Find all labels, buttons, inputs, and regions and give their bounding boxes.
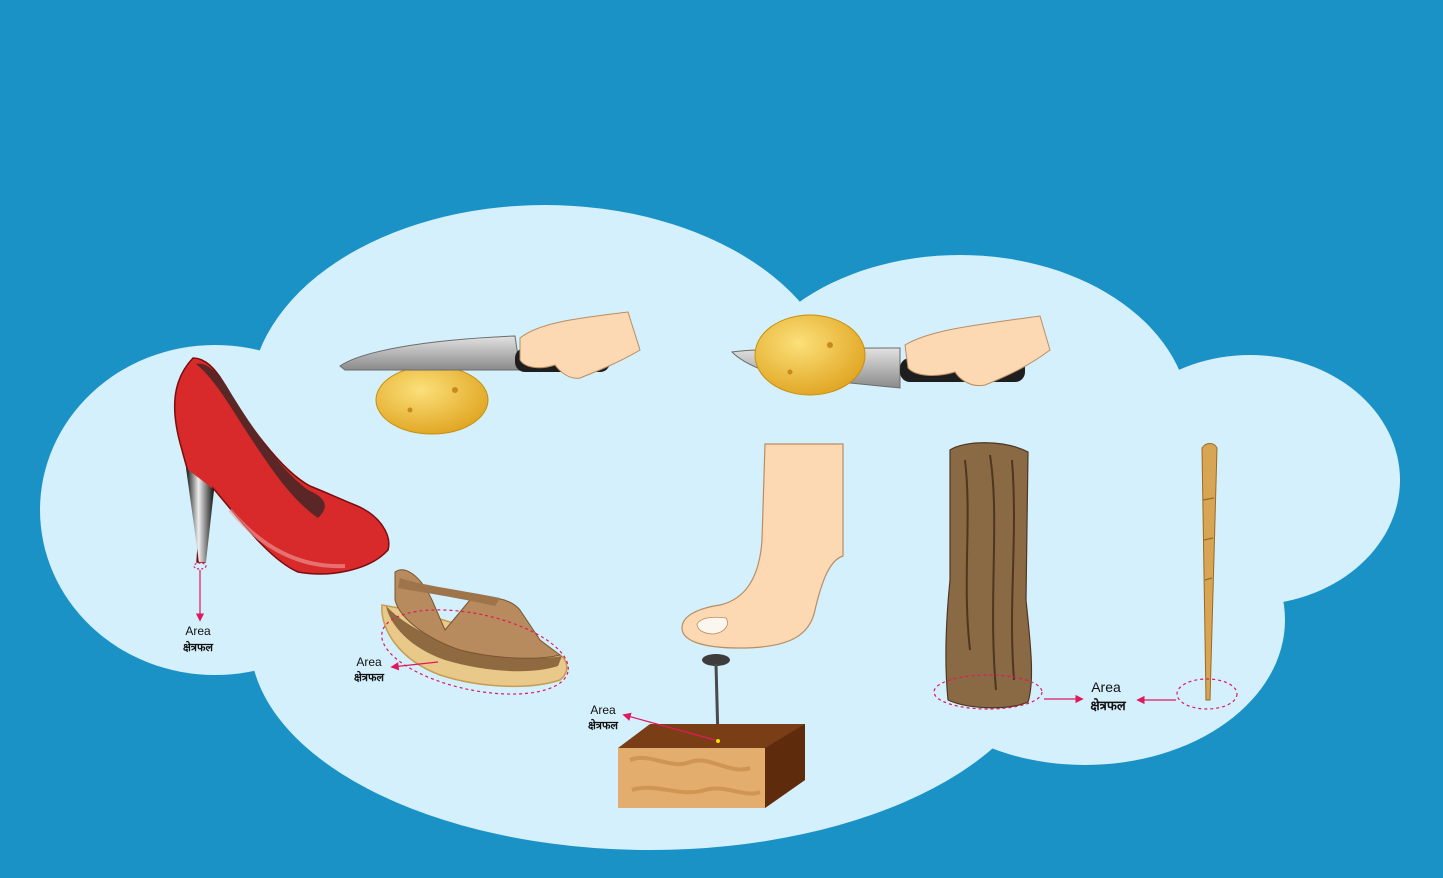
sticks-area-marker: Area क्षेत्रफल <box>1044 679 1176 713</box>
cloud-background <box>40 205 1400 850</box>
knife-sharp-edge-cutting-potato-icon <box>730 314 1051 396</box>
heel-area-marker: Area क्षेत्रफल <box>183 562 213 654</box>
pin-area-label-np: क्षेत्रफल <box>588 718 618 732</box>
thin-pointed-stick-icon <box>1176 443 1238 710</box>
sandal-area-label-np: क्षेत्रफल <box>354 670 384 684</box>
sticks-area-label-np: क्षेत्रफल <box>1090 698 1127 713</box>
pin-area-label-en: Area <box>590 703 616 717</box>
heel-area-label-en: Area <box>185 624 211 638</box>
pin-area-marker: Area क्षेत्रफल <box>588 703 720 743</box>
sticks-area-label-en: Area <box>1091 679 1121 695</box>
knife-blunt-side-cutting-potato-icon <box>339 311 641 435</box>
heel-area-label-np: क्षेत्रफल <box>183 640 213 654</box>
thick-wooden-stick-icon <box>933 442 1043 710</box>
sandal-area-marker: Area क्षेत्रफल <box>354 655 439 684</box>
high-heel-shoe-icon <box>173 357 390 575</box>
sandal-area-label-en: Area <box>356 655 382 669</box>
thumb-pressing-pin-icon <box>681 443 844 649</box>
flat-sandal-icon <box>381 569 569 695</box>
brick-block-icon <box>618 724 805 808</box>
